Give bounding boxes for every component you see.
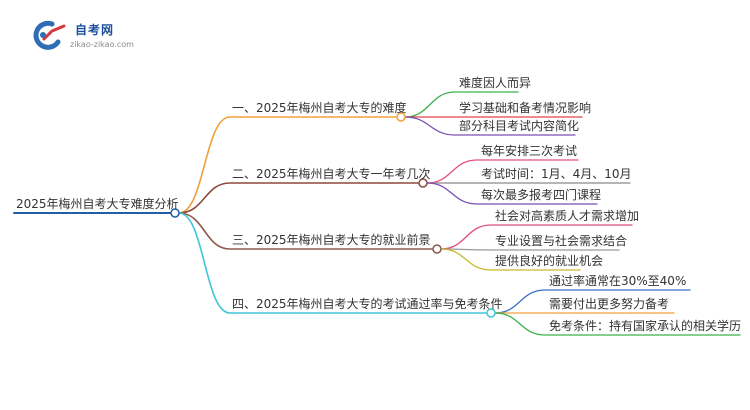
leaf-connector-4-1	[494, 289, 691, 314]
leaf-connector-3-2	[440, 248, 620, 251]
leaf-label-2-3: 每次最多报考四门课程	[481, 188, 602, 202]
leaf-connector-2-3	[426, 182, 598, 205]
branch-node-3[interactable]	[432, 244, 442, 254]
root-label: 2025年梅州自考大专难度分析	[16, 197, 179, 211]
branch-connector-3	[178, 212, 433, 250]
brand-title: 自考网	[75, 23, 115, 37]
leaf-label-3-1: 社会对高素质人才需求增加	[495, 209, 640, 223]
branch-connector-1	[178, 116, 397, 214]
leaf-connector-1-3	[404, 116, 576, 136]
leaf-label-2-2: 考试时间：1月、4月、10月	[481, 167, 632, 181]
branch-node-2[interactable]	[418, 178, 428, 188]
site-logo[interactable]: 自考网 zikao-zikao.com	[30, 20, 142, 56]
leaf-label-4-1: 通过率通常在30%至40%	[549, 274, 687, 288]
leaf-label-1-2: 学习基础和备考情况影响	[459, 101, 592, 115]
leaf-label-4-3: 免考条件：持有国家承认的相关学历	[549, 319, 742, 333]
leaf-label-2-1: 每年安排三次考试	[481, 144, 578, 158]
leaf-connector-3-1	[440, 224, 633, 250]
leaf-label-1-3: 部分科目考试内容简化	[459, 119, 580, 133]
branch-label-1: 一、2025年梅州自考大专的难度	[232, 101, 407, 115]
leaf-label-4-2: 需要付出更多努力备考	[549, 297, 670, 311]
branch-label-4: 四、2025年梅州自考大专的考试通过率与免考条件	[232, 297, 503, 311]
brand-url: zikao-zikao.com	[70, 40, 134, 49]
leaf-connector-2-1	[426, 159, 579, 184]
branch-connector-4	[178, 212, 487, 314]
leaf-connector-4-3	[494, 312, 741, 336]
leaf-label-3-2: 专业设置与社会需求结合	[495, 234, 628, 248]
leaf-connector-3-3	[440, 248, 581, 271]
root-node[interactable]	[170, 208, 180, 218]
branch-node-1[interactable]	[396, 112, 406, 122]
leaf-label-1-1: 难度因人而异	[459, 76, 532, 90]
leaf-label-3-3: 提供良好的就业机会	[495, 254, 604, 268]
logo-mark-icon	[33, 20, 66, 50]
branch-connector-2	[178, 182, 419, 214]
leaf-connector-1-1	[404, 91, 519, 118]
branch-node-4[interactable]	[486, 308, 496, 318]
branch-label-3: 三、2025年梅州自考大专的就业前景	[232, 233, 431, 247]
branch-label-2: 二、2025年梅州自考大专一年考几次	[232, 167, 431, 181]
